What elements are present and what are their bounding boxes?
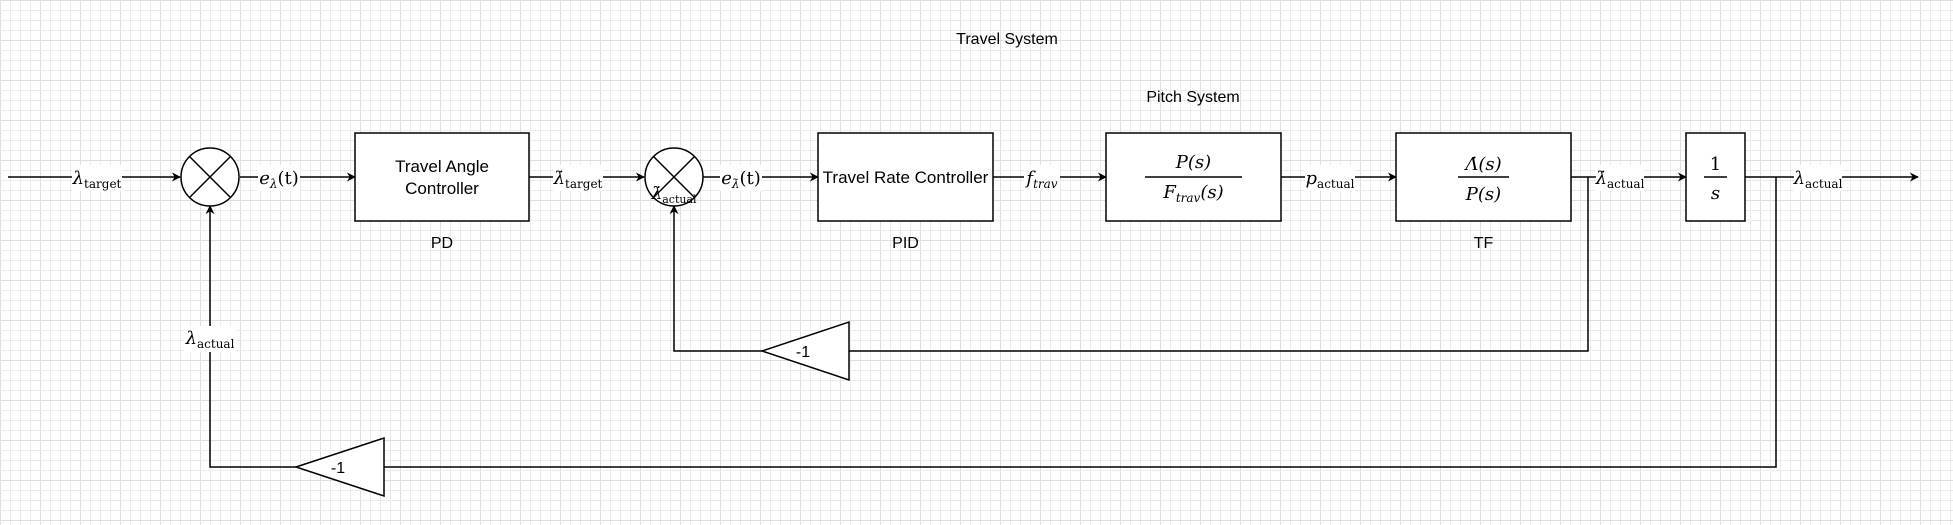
inner-feedback-gain: -1	[759, 320, 850, 382]
pitch-system-label: Pitch System	[1146, 89, 1239, 106]
wire-outer-feedback-return	[384, 177, 1777, 468]
pitch-transfer-function-block: P(s) Ftrav(s)	[1105, 132, 1282, 222]
travel-rate-controller-block: Travel Rate Controller	[817, 132, 994, 222]
label-lambda-dot-target: λ̇target	[553, 168, 603, 191]
integrator-denominator: s	[1711, 183, 1720, 204]
pd-caption: PD	[431, 235, 453, 252]
travel-rate-controller-label: Travel Rate Controller	[823, 168, 989, 187]
wire-outer-feedback-into-sum	[205, 205, 296, 468]
label-e-lambda: eλ(t)	[259, 168, 299, 191]
travel-transfer-function-block: Λ̇(s) P(s)	[1395, 132, 1572, 222]
travel-angle-controller-block: Travel Angle Controller	[354, 132, 530, 222]
wire-inner-feedback-into-sum	[669, 205, 762, 352]
tf-caption: TF	[1474, 235, 1494, 252]
label-p-actual: pactual	[1306, 168, 1355, 191]
sum-junction-inner	[644, 147, 704, 207]
integrator-block: 1 s	[1685, 132, 1746, 222]
label-lambda-dot-actual-out: λ̇actual	[1595, 168, 1645, 191]
travel-tf-numerator: Λ̇(s)	[1463, 154, 1501, 175]
pid-caption: PID	[892, 235, 919, 252]
wire-inner-feedback-return	[849, 177, 1589, 352]
travel-angle-controller-label-line2: Controller	[405, 179, 479, 198]
label-lambda-target: λtarget	[72, 168, 122, 191]
inner-gain-label: -1	[796, 344, 810, 361]
diagram-title: Travel System	[956, 31, 1058, 48]
outer-gain-label: -1	[331, 460, 345, 477]
label-lambda-dot-actual-in: λ̇actual	[650, 184, 697, 206]
label-lambda-actual-out: λactual	[1793, 168, 1843, 191]
pitch-tf-numerator: P(s)	[1175, 152, 1211, 173]
travel-angle-controller-label-line1: Travel Angle	[395, 157, 489, 176]
pitch-tf-denominator: Ftrav(s)	[1162, 182, 1223, 205]
travel-tf-denominator: P(s)	[1465, 184, 1501, 205]
label-lambda-actual-feedback: λactual	[185, 328, 235, 351]
sum-junction-outer	[180, 147, 240, 207]
integrator-numerator: 1	[1710, 154, 1721, 175]
label-e-lambda-dot: eλ̇(t)	[721, 168, 761, 191]
outer-feedback-gain: -1	[293, 436, 385, 498]
